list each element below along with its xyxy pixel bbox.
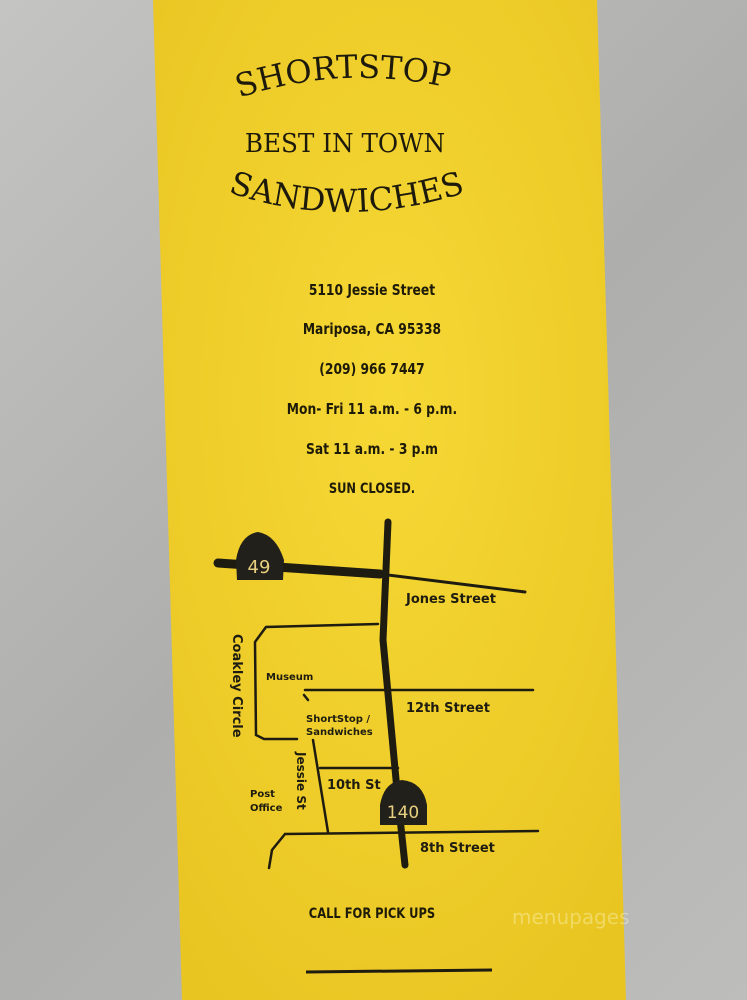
phone-number: (209) 966 7447 [319, 360, 425, 378]
watermark: menupages [512, 905, 630, 929]
paper-sheet [153, 0, 626, 1000]
address-line1: 5110 Jessie Street [308, 281, 436, 299]
coakley-circle-label: Coakley Circle [229, 634, 244, 738]
svg-text:49: 49 [248, 557, 271, 578]
8th-street-label: 8th Street [420, 841, 495, 856]
address-line2: Mariposa, CA 95338 [302, 320, 442, 338]
coakley-circle-road [253, 622, 380, 741]
jessie-street-label: Jessie St [294, 751, 308, 810]
svg-text:140: 140 [387, 803, 419, 823]
footer-call: CALL FOR PICK UPS [308, 906, 436, 922]
jessie-street-road [302, 693, 330, 834]
post-office-label-line1: Post [250, 789, 275, 800]
post-office-label-line2: Office [250, 803, 283, 814]
highway-140-road [379, 518, 409, 869]
hours-saturday: Sat 11 a.m. - 3 p.m [305, 440, 438, 458]
shop-label-line2: Sandwiches [306, 727, 373, 738]
jones-street-label: Jones Street [405, 592, 496, 607]
8th-street-road [267, 829, 540, 870]
tagline: BEST IN TOWN [245, 127, 445, 158]
hours-weekday: Mon- Fri 11 a.m. - 6 p.m. [286, 400, 458, 418]
12th-street-label: 12th Street [406, 701, 490, 716]
map [213, 518, 540, 870]
signature-line [305, 968, 493, 974]
hours-sunday: SUN CLOSED. [328, 481, 416, 497]
jones-street-road [378, 572, 527, 594]
highway-49-shield: 49 [236, 532, 284, 580]
highway-140-shield: 140 [380, 780, 427, 825]
10th-street-label: 10th St [327, 778, 381, 793]
shop-label-line1: ShortStop / [306, 714, 370, 725]
museum-label: Museum [266, 672, 313, 683]
